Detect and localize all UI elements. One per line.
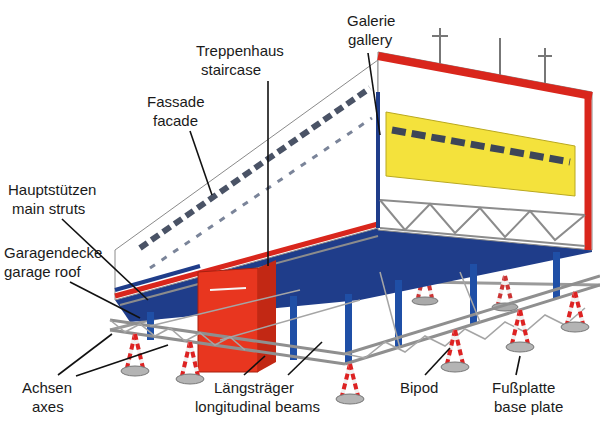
facade-windows [140, 88, 370, 248]
callout-label: Achsen [22, 379, 72, 397]
callout-label: gallery [348, 31, 392, 49]
garage-roof-truss [120, 200, 585, 305]
callout-label: Fassade [147, 93, 205, 111]
gallery-windows [392, 130, 570, 162]
facade [115, 60, 378, 300]
callout-label: axes [32, 398, 64, 416]
callout-label: facade [153, 112, 198, 130]
staircase-side [258, 260, 276, 372]
base-plates [121, 322, 589, 404]
callout-label: longitudinal beams [195, 398, 320, 416]
leader-lines [58, 53, 520, 376]
callout-label: Fußplatte [492, 379, 555, 397]
longitudinal-beams [110, 276, 600, 364]
callout-label: Treppenhaus [196, 42, 284, 60]
gallery-yellow [386, 112, 575, 196]
deck-lattice [110, 272, 585, 358]
bipods [127, 292, 583, 396]
callout-label: base plate [494, 398, 563, 416]
staircase-box [198, 268, 258, 372]
callout-label: garage roof [4, 263, 81, 281]
end-face [378, 52, 592, 250]
callout-label: Garagendecke [4, 244, 102, 262]
callout-label: Galerie [347, 12, 395, 30]
callout-label: staircase [201, 61, 261, 79]
roof-stripe [378, 56, 592, 96]
staircase-detail [210, 288, 246, 290]
callout-label: Längsträger [214, 379, 294, 397]
callout-label: Hauptstützen [8, 181, 96, 199]
callout-label: main struts [12, 200, 85, 218]
callout-label: Bipod [400, 379, 438, 397]
edge-stripe [585, 96, 592, 250]
